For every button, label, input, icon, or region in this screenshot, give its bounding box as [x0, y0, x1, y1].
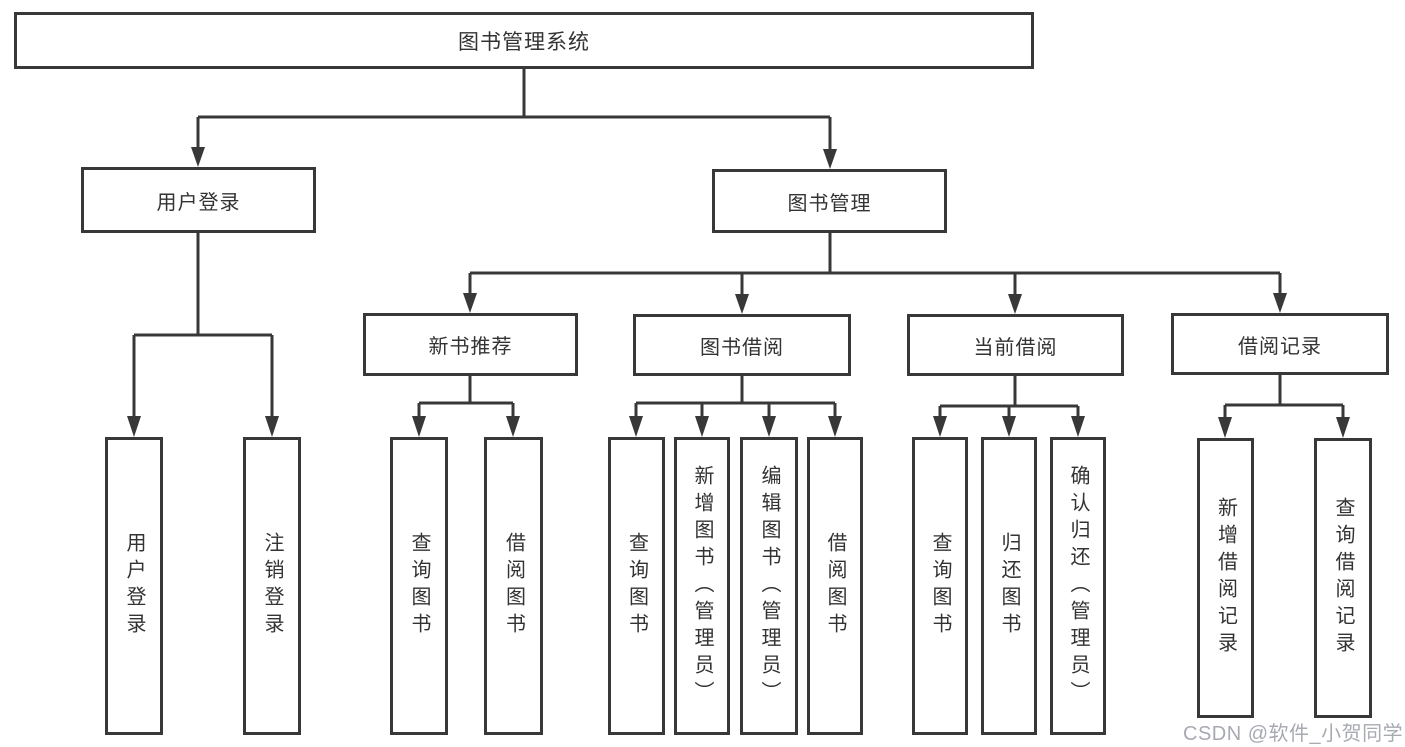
node-label: 图书借阅: [700, 336, 784, 359]
csdn-watermark: CSDN @软件_小贺同学: [1183, 723, 1404, 745]
node-leaf-return-books: 归还图书: [981, 437, 1037, 735]
node-leaf-confirm-return-admin: 确认归还（管理员）: [1050, 437, 1106, 735]
node-label: 查询借阅记录: [1332, 497, 1354, 659]
node-label: 借阅记录: [1238, 335, 1322, 358]
node-label: 用户登录: [156, 191, 241, 214]
node-label: 查询图书: [929, 532, 951, 640]
node-leaf-add-books-admin: 新增图书（管理员）: [674, 437, 730, 735]
node-user-login: 用户登录: [81, 167, 316, 233]
node-label: 借阅图书: [824, 532, 846, 640]
node-leaf-query-books: 查询图书: [608, 437, 665, 735]
node-leaf-query-books-rec: 查询图书: [390, 437, 448, 735]
node-leaf-user-login: 用户登录: [105, 437, 163, 735]
node-borrow-record: 借阅记录: [1171, 313, 1389, 375]
node-label: 当前借阅: [973, 336, 1058, 359]
node-label: 确认归还（管理员）: [1067, 464, 1089, 708]
node-leaf-logout: 注销登录: [243, 437, 301, 735]
node-book-management: 图书管理: [712, 169, 947, 233]
node-new-book-recommend: 新书推荐: [363, 313, 578, 376]
node-label: 注销登录: [261, 532, 283, 640]
node-current-borrow: 当前借阅: [907, 314, 1124, 376]
node-label: 编辑图书（管理员）: [758, 464, 780, 708]
node-leaf-borrow-books-rec: 借阅图书: [484, 437, 543, 735]
node-book-borrow: 图书借阅: [633, 314, 851, 376]
node-leaf-borrow-books: 借阅图书: [807, 437, 863, 735]
node-label: 新增图书（管理员）: [691, 464, 713, 708]
node-label: 图书管理系统: [458, 30, 590, 54]
node-label: 查询图书: [625, 532, 648, 640]
arrowheads: [127, 147, 1350, 438]
node-label: 新增借阅记录: [1214, 497, 1237, 659]
node-label: 归还图书: [998, 532, 1020, 640]
connector-strokes: [132, 69, 1345, 421]
node-leaf-add-borrow-record: 新增借阅记录: [1197, 438, 1254, 718]
node-leaf-edit-books-admin: 编辑图书（管理员）: [740, 437, 798, 735]
node-leaf-query-books-current: 查询图书: [912, 437, 968, 735]
node-label: 借阅图书: [502, 532, 525, 640]
node-leaf-query-borrow-record: 查询借阅记录: [1314, 438, 1372, 718]
node-library-management-system: 图书管理系统: [14, 12, 1034, 69]
node-label: 用户登录: [123, 532, 145, 640]
node-label: 新书推荐: [428, 336, 513, 358]
node-label: 图书管理: [787, 192, 872, 215]
node-label: 查询图书: [408, 532, 430, 640]
